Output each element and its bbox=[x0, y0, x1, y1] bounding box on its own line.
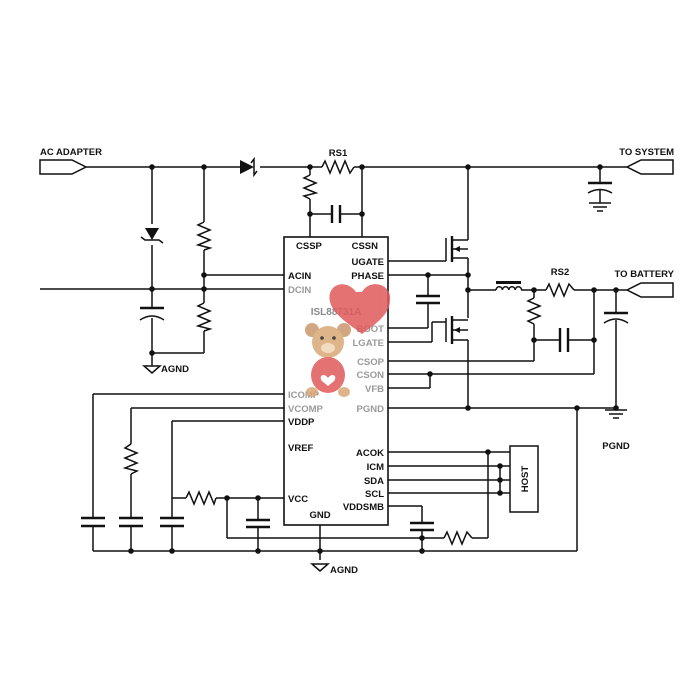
pin-dcin: DCIN bbox=[288, 285, 311, 296]
resistor-vddsmb bbox=[443, 530, 473, 546]
capacitor-vddsmb bbox=[410, 521, 434, 532]
agnd-left-label: AGND bbox=[161, 364, 189, 375]
rs1-label: RS1 bbox=[329, 148, 348, 159]
resistor-vcomp bbox=[122, 443, 140, 475]
capacitor-dcin bbox=[139, 306, 165, 321]
pin-scl: SCL bbox=[365, 489, 384, 500]
pin-phase: PHASE bbox=[351, 271, 384, 282]
capacitor-battery bbox=[603, 311, 629, 324]
pin-cssn: CSSN bbox=[352, 241, 379, 252]
pin-vcc: VCC bbox=[288, 494, 308, 505]
inductor bbox=[495, 281, 523, 291]
port-to-system: TO SYSTEM bbox=[619, 147, 674, 175]
capacitor-icomp bbox=[81, 516, 105, 528]
high-side-mosfet bbox=[428, 234, 469, 264]
input-diode bbox=[240, 156, 258, 178]
junctions bbox=[128, 164, 619, 554]
pin-ugate: UGATE bbox=[351, 257, 384, 268]
ground-agnd-bottom: AGND bbox=[310, 563, 358, 576]
teddy-bear-heart-icon bbox=[305, 284, 391, 397]
ground-pgnd: PGND bbox=[602, 409, 630, 452]
host-label: HOST bbox=[520, 466, 531, 493]
pin-acok: ACOK bbox=[356, 448, 384, 459]
pin-cssp: CSSP bbox=[296, 241, 323, 252]
pgnd-label: PGND bbox=[602, 441, 630, 452]
pin-lgate: LGATE bbox=[353, 338, 385, 349]
port-to-battery-label: TO BATTERY bbox=[615, 269, 675, 280]
pin-vfb: VFB bbox=[365, 384, 384, 395]
capacitor-system bbox=[587, 181, 613, 194]
capacitor-cssp-cssn bbox=[330, 205, 342, 223]
host-block: HOST bbox=[509, 445, 539, 513]
input-protection-diode bbox=[140, 228, 164, 244]
pin-icm: ICM bbox=[367, 462, 385, 473]
pin-gnd: GND bbox=[309, 510, 330, 521]
port-to-battery: TO BATTERY bbox=[615, 269, 675, 298]
pin-vddp: VDDP bbox=[288, 417, 315, 428]
resistor-acin-top bbox=[195, 221, 213, 251]
capacitor-vcc bbox=[246, 518, 270, 529]
capacitor-vddp bbox=[160, 516, 184, 528]
agnd-bottom-label: AGND bbox=[330, 565, 358, 576]
port-to-system-label: TO SYSTEM bbox=[619, 147, 674, 158]
pin-acin: ACIN bbox=[288, 271, 311, 282]
resistor-rs2 bbox=[545, 282, 575, 298]
port-ac-adapter: AC ADAPTER bbox=[39, 147, 102, 175]
capacitor-vcomp bbox=[119, 516, 143, 528]
ground-agnd-left: AGND bbox=[142, 364, 189, 375]
resistor-cssp bbox=[301, 174, 319, 200]
resistor-rs1 bbox=[321, 159, 355, 175]
pin-vddsmb: VDDSMB bbox=[343, 502, 384, 513]
port-ac-adapter-label: AC ADAPTER bbox=[40, 147, 102, 158]
pin-cson: CSON bbox=[357, 370, 385, 381]
pin-pgnd: PGND bbox=[357, 404, 385, 415]
resistor-vcc bbox=[185, 490, 217, 507]
rs2-label: RS2 bbox=[551, 267, 569, 278]
ground-system bbox=[589, 202, 611, 212]
pin-vref: VREF bbox=[288, 443, 314, 454]
resistor-acin-bottom bbox=[195, 302, 213, 332]
capacitor-csp-csn bbox=[558, 328, 570, 352]
pin-csop: CSOP bbox=[357, 357, 385, 368]
capacitor-boot bbox=[416, 294, 440, 305]
low-side-mosfet bbox=[445, 316, 469, 348]
pin-boot: BOOT bbox=[357, 324, 385, 335]
pin-sda: SDA bbox=[364, 476, 384, 487]
pin-vcomp: VCOMP bbox=[288, 404, 324, 415]
pin-icomp: ICOMP bbox=[288, 390, 320, 401]
resistor-csop bbox=[526, 297, 542, 325]
